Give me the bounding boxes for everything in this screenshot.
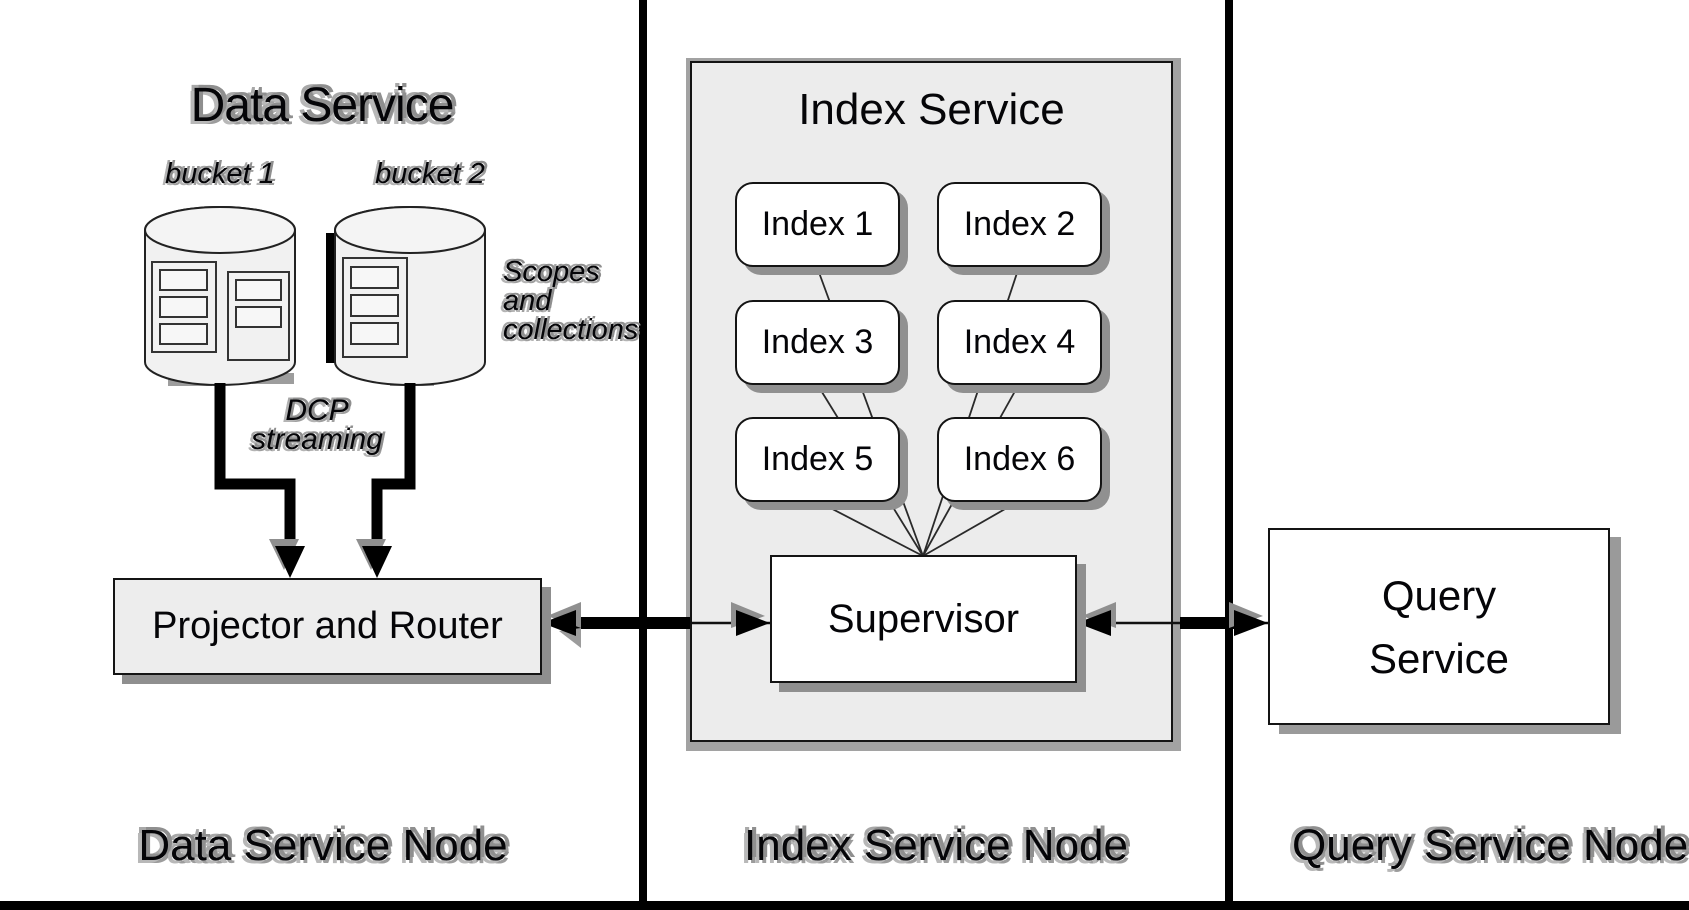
index-service-title: Index Service [798,85,1065,134]
projector-router-box: Projector and Router [113,578,542,675]
supervisor-query-arrow [1077,602,1268,636]
index-box-5: Index 5 [735,417,900,502]
divider-data-index [639,0,647,910]
data-service-node-label: Data Service Node [138,821,508,870]
dcp-streaming-note: DCP streaming [251,394,383,456]
index-box-6: Index 6 [937,417,1102,502]
index-box-3: Index 3 [735,300,900,385]
bottom-border [0,901,1689,910]
divider-index-query [1225,0,1233,910]
index-box-4: Index 4 [937,300,1102,385]
dcp-arrow-bucket2 [356,383,416,578]
index-box-2: Index 2 [937,182,1102,267]
bucket1-label: bucket 1 [165,158,275,190]
bucket2-database-icon [326,206,486,386]
query-service-node-label: Query Service Node [1292,821,1689,870]
data-service-title: Data Service [190,79,455,132]
supervisor-box: Supervisor [770,555,1077,683]
scopes-collections-note: Scopes and collections [503,256,639,346]
dcp-arrow-bucket1 [214,383,305,578]
index-box-1: Index 1 [735,182,900,267]
index-service-node-label: Index Service Node [744,821,1128,870]
query-service-box: Query Service [1268,528,1610,725]
bucket1-database-icon [144,206,296,386]
projector-supervisor-arrow [542,602,770,648]
bucket2-label: bucket 2 [375,158,485,190]
